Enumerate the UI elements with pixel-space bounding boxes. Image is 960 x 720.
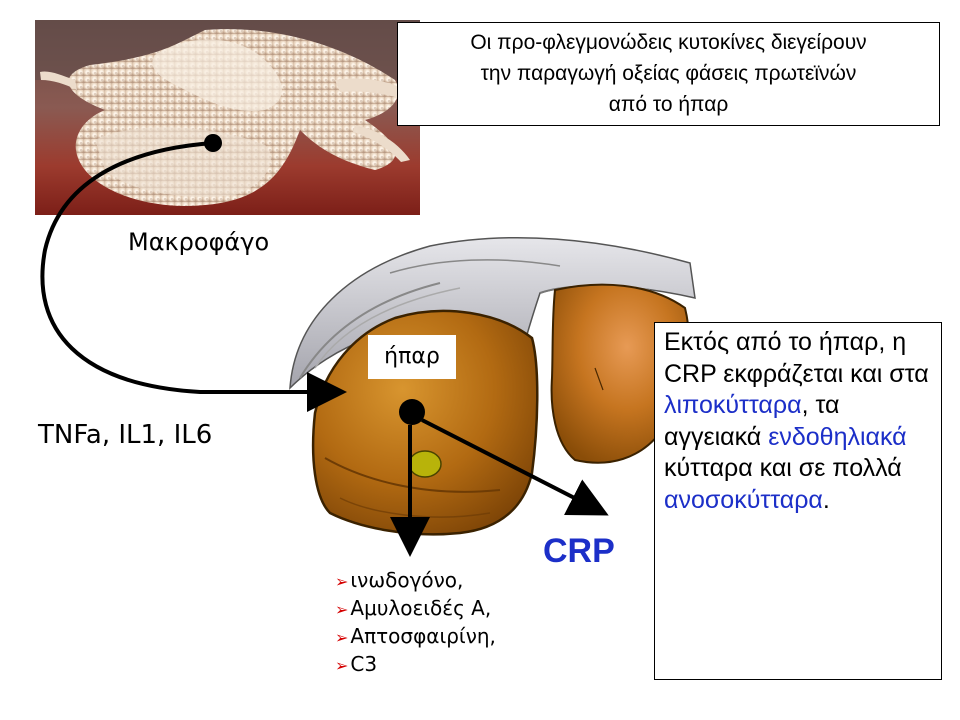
highlight-immune-cells: ανοσοκύτταρα <box>664 485 823 514</box>
crp-arrow <box>421 418 609 516</box>
cytokine-arrow <box>40 141 347 412</box>
top-caption-line-2: την παραγωγή οξείας φάσεις πρωτεϊνών <box>480 62 857 85</box>
highlight-endothelial: ενδοθηλιακά <box>768 422 907 451</box>
acute-phase-protein-list: ➢ινωδογόνο, ➢Αμυλοειδές Α, ➢Απτοσφαιρίνη… <box>335 567 496 679</box>
list-item: ➢Αμυλοειδές Α, <box>335 596 492 620</box>
list-item: ➢ινωδογόνο, <box>335 568 464 592</box>
right-caption-text-4: . <box>822 485 830 514</box>
arrow-bullet-icon: ➢ <box>335 628 349 647</box>
macrophage-label: Μακροφάγο <box>128 228 270 256</box>
right-caption-text-2: , τα αγγειακά <box>664 391 840 451</box>
top-caption-line-1: Οι προ-φλεγμονώδεις κυτοκίνες διεγείρουν <box>470 31 867 54</box>
macrophage-photo <box>35 20 420 215</box>
arrow-bullet-icon: ➢ <box>335 600 349 619</box>
liver-label: ήπαρ <box>368 335 456 379</box>
top-caption-box: Οι προ-φλεγμονώδεις κυτοκίνες διεγείρουν… <box>397 22 940 126</box>
right-caption-text-3: κύτταρα και σε πολλά <box>664 454 902 482</box>
right-caption-text-1: Εκτός από το ήπαρ, η CRP εκφράζεται και … <box>664 328 929 388</box>
list-item: ➢C3 <box>335 652 378 676</box>
cytokines-label: TNFa, IL1, IL6 <box>38 420 213 450</box>
right-caption-box: Εκτός από το ήπαρ, η CRP εκφράζεται και … <box>654 322 942 680</box>
macrophage-source-dot <box>204 134 222 152</box>
list-item: ➢Απτοσφαιρίνη, <box>335 624 496 648</box>
arrow-bullet-icon: ➢ <box>335 572 349 591</box>
arrow-bullet-icon: ➢ <box>335 656 349 675</box>
liver-source-dot <box>399 399 425 425</box>
crp-label: CRP <box>543 532 615 570</box>
top-caption-line-3: από το ήπαρ <box>608 93 729 116</box>
highlight-adipocytes: λιποκύτταρα <box>664 391 802 419</box>
